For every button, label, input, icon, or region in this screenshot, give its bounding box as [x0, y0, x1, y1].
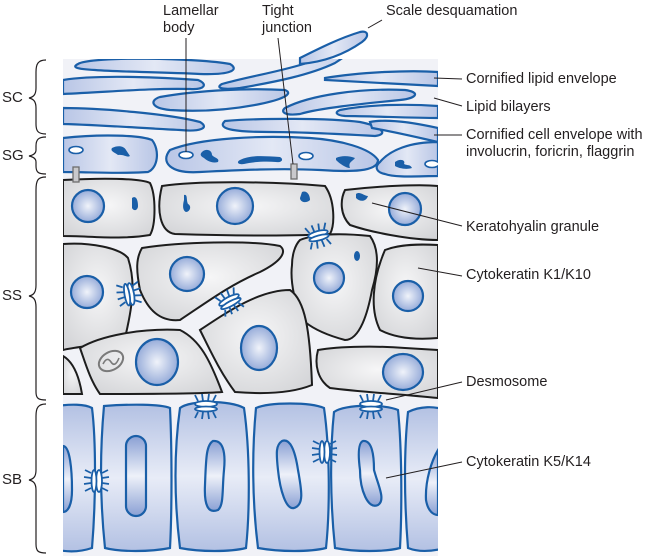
layer-label-sb: SB: [2, 471, 23, 488]
layer-label-ss: SS: [2, 287, 23, 304]
layer-brackets: [28, 59, 47, 554]
leader-lines: [185, 19, 463, 479]
label-line: Lamellar: [163, 3, 219, 19]
label-tight-junction: Tight junction: [262, 3, 312, 37]
label-line: Tight: [262, 3, 294, 19]
layer-label-sc: SC: [2, 89, 23, 106]
tight-junctions: [72, 163, 298, 183]
keratohyalin-granules: [132, 191, 368, 261]
stratum-granulosum: [63, 134, 438, 178]
label-line: body: [163, 20, 195, 36]
label-cytokeratin-k5-k14: Cytokeratin K5/K14: [466, 454, 591, 470]
label-line: Cornified cell envelope with: [466, 127, 643, 143]
label-desmosome: Desmosome: [466, 374, 548, 390]
layer-label-sg: SG: [2, 147, 24, 164]
label-cornified-cell-envelope: Cornified cell envelope with involucrin,…: [466, 127, 643, 161]
label-keratohyalin-granule: Keratohyalin granule: [466, 219, 600, 235]
ss-nuclei: [69, 186, 425, 392]
sb-nuclei: [63, 434, 438, 518]
label-lamellar-body: Lamellar body: [163, 3, 219, 37]
desquamating-scale: [298, 30, 369, 66]
stratum-spinosum: [63, 177, 438, 400]
label-line: junction: [262, 20, 312, 36]
label-cornified-lipid-envelope: Cornified lipid envelope: [466, 71, 617, 87]
label-scale-desquamation: Scale desquamation: [386, 3, 518, 19]
label-lipid-bilayers: Lipid bilayers: [466, 99, 551, 115]
stratum-corneum: [63, 59, 438, 144]
label-line: involucrin, foricrin, flaggrin: [466, 144, 635, 160]
desmosomes: [83, 222, 383, 493]
label-cytokeratin-k1-k10: Cytokeratin K1/K10: [466, 267, 591, 283]
